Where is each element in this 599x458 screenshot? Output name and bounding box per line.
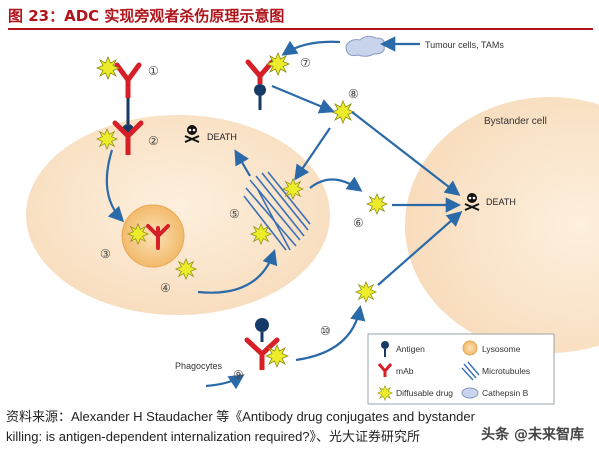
arrows: [105, 36, 463, 390]
step-2: ②: [148, 134, 159, 148]
step-6: ⑥: [353, 216, 364, 230]
adc-bystander-diagram: Bystander cell: [26, 35, 599, 405]
skull-icon-right: [464, 193, 480, 211]
cathepsin-b-cloud: [345, 35, 385, 57]
step-7: ⑦: [300, 56, 311, 70]
legend-drug-label: Diffusable drug: [396, 388, 453, 398]
step-1: ①: [148, 64, 159, 78]
drug-free-4: [175, 258, 197, 280]
step-4: ④: [160, 281, 171, 295]
adc-surface-7: [245, 52, 290, 110]
drug-free-8: [331, 100, 355, 124]
step-10: ⑩: [320, 324, 331, 338]
tumour-cells-label: Tumour cells, TAMs: [425, 40, 504, 50]
bystander-cell-label: Bystander cell: [484, 116, 547, 127]
legend-cathepsin-icon: [461, 387, 479, 399]
legend-microtubules-icon: [461, 361, 480, 381]
legend: Antigen mAb Diffusable drug Lysosome Mic…: [367, 333, 555, 405]
caption-line-2: killing: is antigen-dependent internaliz…: [6, 429, 421, 444]
death-label-right: DEATH: [486, 197, 516, 207]
step-8: ⑧: [348, 87, 359, 101]
legend-lysosome-label: Lysosome: [482, 344, 521, 354]
step-5: ⑤: [229, 207, 240, 221]
drug-on-microtubules: [282, 178, 304, 200]
target-cell: [26, 115, 330, 315]
drug-free-10: [355, 281, 377, 303]
adc-phagocyte: [244, 318, 289, 370]
legend-lysosome-icon: [462, 340, 478, 356]
adc-surface-1: [96, 56, 142, 98]
source-caption: 资料来源：Alexander H Staudacher 等《Antibody d…: [6, 407, 594, 447]
legend-drug-icon: [377, 385, 393, 401]
death-label-left: DEATH: [207, 132, 237, 142]
lysosome: [121, 204, 185, 268]
legend-cathepsin-label: Cathepsin B: [482, 388, 529, 398]
legend-mab-label: mAb: [396, 366, 414, 376]
step-9: ⑨: [233, 368, 244, 382]
legend-microtubules-label: Microtubules: [482, 366, 530, 376]
phagocytes-label: Phagocytes: [175, 361, 223, 371]
legend-antigen-icon: [381, 341, 389, 357]
legend-mab-icon: [377, 363, 393, 377]
mab-in-lysosome: [146, 224, 170, 250]
figure-title: 图 23：ADC 实现旁观者杀伤原理示意图: [8, 4, 593, 30]
microtubules: [243, 171, 311, 251]
bystander-cell: [405, 97, 599, 353]
drug-near-microtubules: [250, 223, 272, 245]
watermark: 头条 @未来智库: [478, 424, 587, 444]
step-3: ③: [100, 247, 111, 261]
legend-antigen-label: Antigen: [396, 344, 425, 354]
drug-free-6: [366, 193, 388, 215]
drug-in-lysosome: [127, 223, 149, 245]
caption-line-1: 资料来源：Alexander H Staudacher 等《Antibody d…: [6, 409, 475, 424]
adc-bound-antigen-2: [96, 114, 144, 155]
skull-icon-left: [184, 125, 200, 143]
